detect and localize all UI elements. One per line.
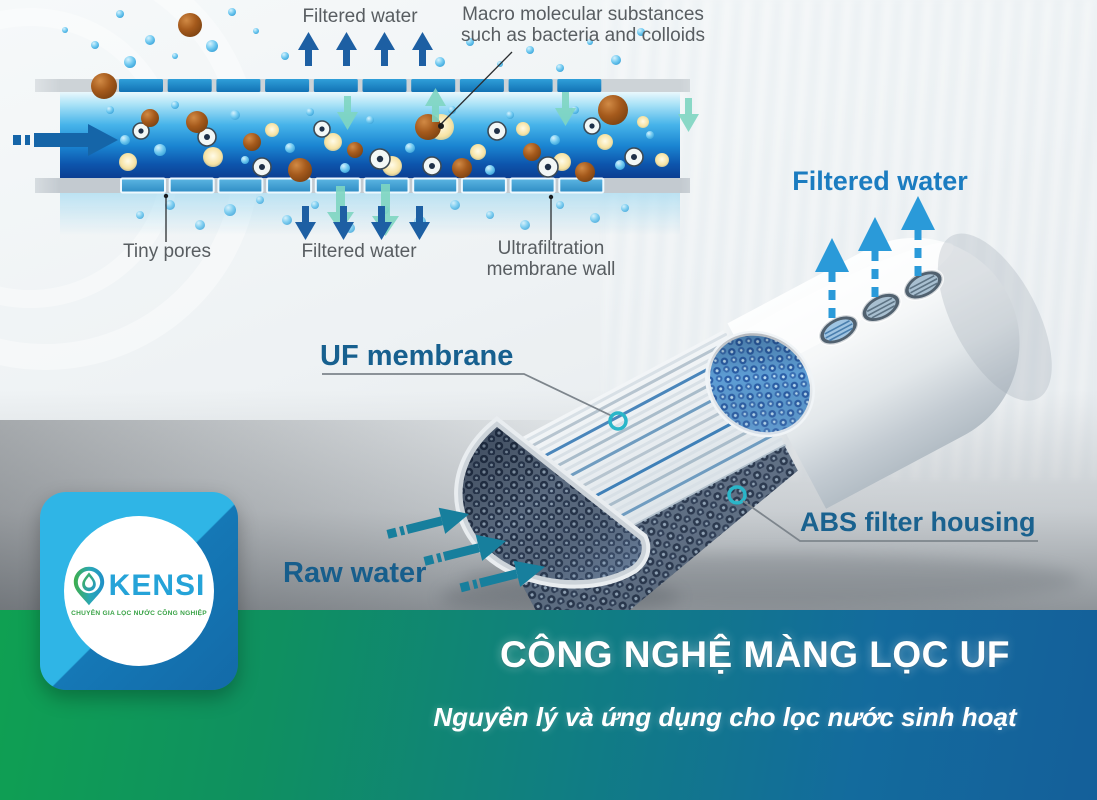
leader-lines — [322, 373, 1038, 542]
label-cartridge-filtered-water: Filtered water — [792, 166, 968, 196]
label-filtered-water-top: Filtered water — [302, 6, 418, 27]
housing-cap-shade — [937, 233, 1052, 401]
membrane-bands — [35, 79, 690, 235]
bubbles-above — [62, 8, 645, 72]
label-macro-line1: Macro molecular substances — [462, 4, 704, 25]
raw-water-arrows — [386, 507, 546, 593]
label-uf-wall-line1: Ultrafiltration — [497, 238, 605, 259]
kensi-pin-drop-icon — [73, 566, 104, 606]
label-raw-water: Raw water — [283, 557, 427, 589]
label-macro-line2: such as bacteria and colloids — [461, 25, 705, 46]
label-filtered-water-bottom: Filtered water — [301, 241, 417, 262]
membrane-bottom-segments — [120, 177, 605, 194]
front-fiber-face — [454, 416, 651, 589]
kensi-tagline: CHUYÊN GIA LỌC NƯỚC CÔNG NGHIỆP — [71, 610, 207, 617]
label-abs-housing: ABS filter housing — [800, 507, 1036, 537]
label-tiny-pores: Tiny pores — [123, 241, 211, 262]
label-macro-substances: Macro molecular substances such as bacte… — [447, 4, 719, 46]
bottom-banner: CÔNG NGHỆ MÀNG LỌC UF Nguyên lý và ứng d… — [0, 610, 1097, 800]
label-uf-membrane: UF membrane — [320, 340, 514, 372]
membrane-filtration-diagram — [13, 8, 699, 242]
teal-arrows — [327, 88, 699, 236]
kensi-brand-text: KENSI — [108, 569, 206, 602]
label-uf-wall-line2: membrane wall — [486, 259, 616, 280]
filtered-water-flow-arrows — [295, 32, 433, 240]
cartridge-body-group — [460, 233, 1052, 641]
banner-title: CÔNG NGHỆ MÀNG LỌC UF — [500, 634, 1010, 675]
kensi-logo-card: KENSI CHUYÊN GIA LỌC NƯỚC CÔNG NGHIỆP — [40, 492, 238, 690]
filtered-water-arrows — [815, 196, 935, 318]
banner-subtitle: Nguyên lý và ứng dụng cho lọc nước sinh … — [433, 702, 1017, 732]
label-uf-wall: Ultrafiltration membrane wall — [461, 238, 641, 280]
membrane-top-segments — [119, 79, 602, 92]
kensi-logo-circle: KENSI CHUYÊN GIA LỌC NƯỚC CÔNG NGHIỆP — [64, 516, 214, 666]
water-particles — [91, 13, 669, 182]
inflow-arrow — [13, 124, 118, 156]
cell-particles — [132, 117, 644, 178]
mid-cut-face — [705, 330, 815, 438]
vent-holes — [817, 268, 945, 347]
diagram-leader-lines — [163, 51, 554, 242]
colloid-particles — [91, 13, 628, 182]
